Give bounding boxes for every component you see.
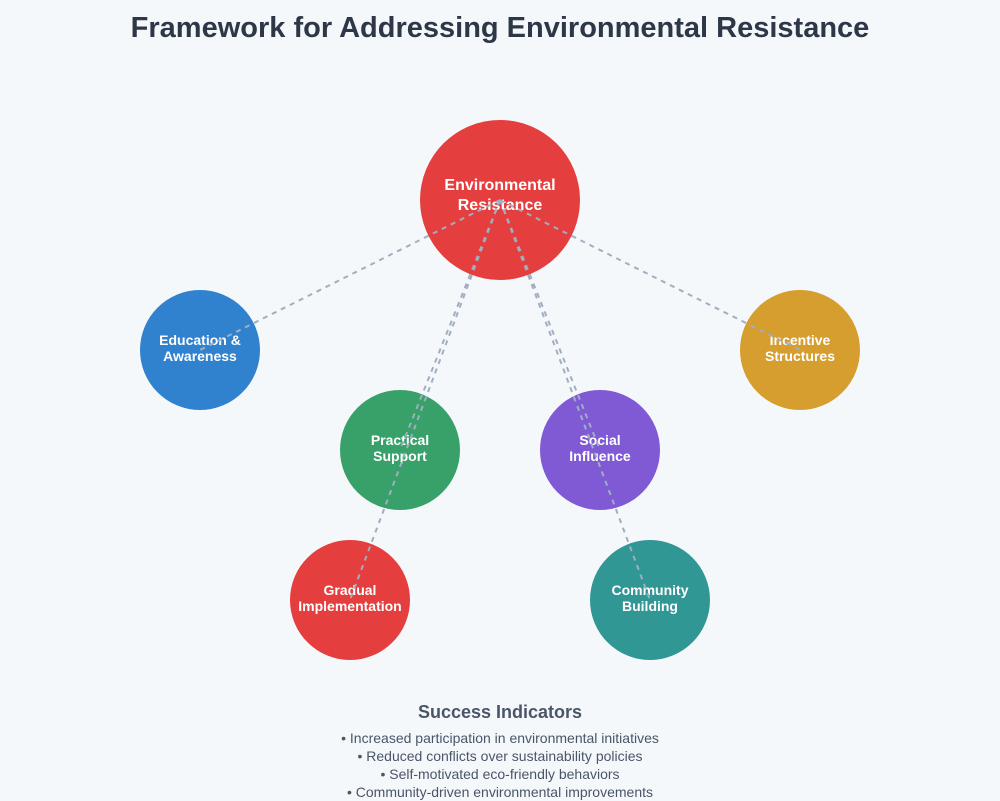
node-label-education: Awareness [163, 348, 237, 364]
node-label-social: Social [579, 432, 620, 448]
node-label-social: Influence [569, 448, 631, 464]
node-label-community: Community [612, 582, 689, 598]
framework-diagram: Environmental Resistance Education &Awar… [140, 120, 860, 660]
node-circle-gradual [290, 540, 410, 660]
connector-line-gradual [349, 199, 501, 601]
indicators-list: • Increased participation in environment… [0, 729, 1000, 801]
node-circle-education [140, 290, 260, 410]
diagram-title: Framework for Addressing Environmental R… [130, 12, 870, 44]
indicator-item: • Self-motivated eco-friendly behaviors [380, 766, 620, 782]
node-label-gradual: Implementation [298, 598, 401, 614]
success-indicators: Success Indicators • Increased participa… [0, 702, 1000, 801]
indicator-item: • Reduced conflicts over sustainability … [357, 748, 643, 764]
node-circle-practical [340, 390, 460, 510]
node-label-incentive: Incentive [770, 332, 831, 348]
indicator-item: • Community-driven environmental improve… [346, 784, 653, 800]
connector-lines [199, 199, 801, 601]
indicator-item: • Increased participation in environment… [341, 730, 659, 746]
node-label-incentive: Structures [765, 348, 835, 364]
center-label-line-1: Environmental [444, 177, 555, 194]
node-label-education: Education & [159, 332, 241, 348]
center-label-line-2: Resistance [458, 197, 543, 214]
node-circle-incentive [740, 290, 860, 410]
node-education[interactable]: Education &Awareness [140, 290, 260, 410]
node-label-practical: Practical [371, 432, 429, 448]
node-label-practical: Support [373, 448, 427, 464]
node-circle-community [590, 540, 710, 660]
connector-line-community [499, 199, 651, 601]
node-label-community: Building [622, 598, 678, 614]
indicators-title: Success Indicators [417, 702, 583, 722]
node-label-gradual: Gradual [324, 582, 377, 598]
node-circle-social [540, 390, 660, 510]
